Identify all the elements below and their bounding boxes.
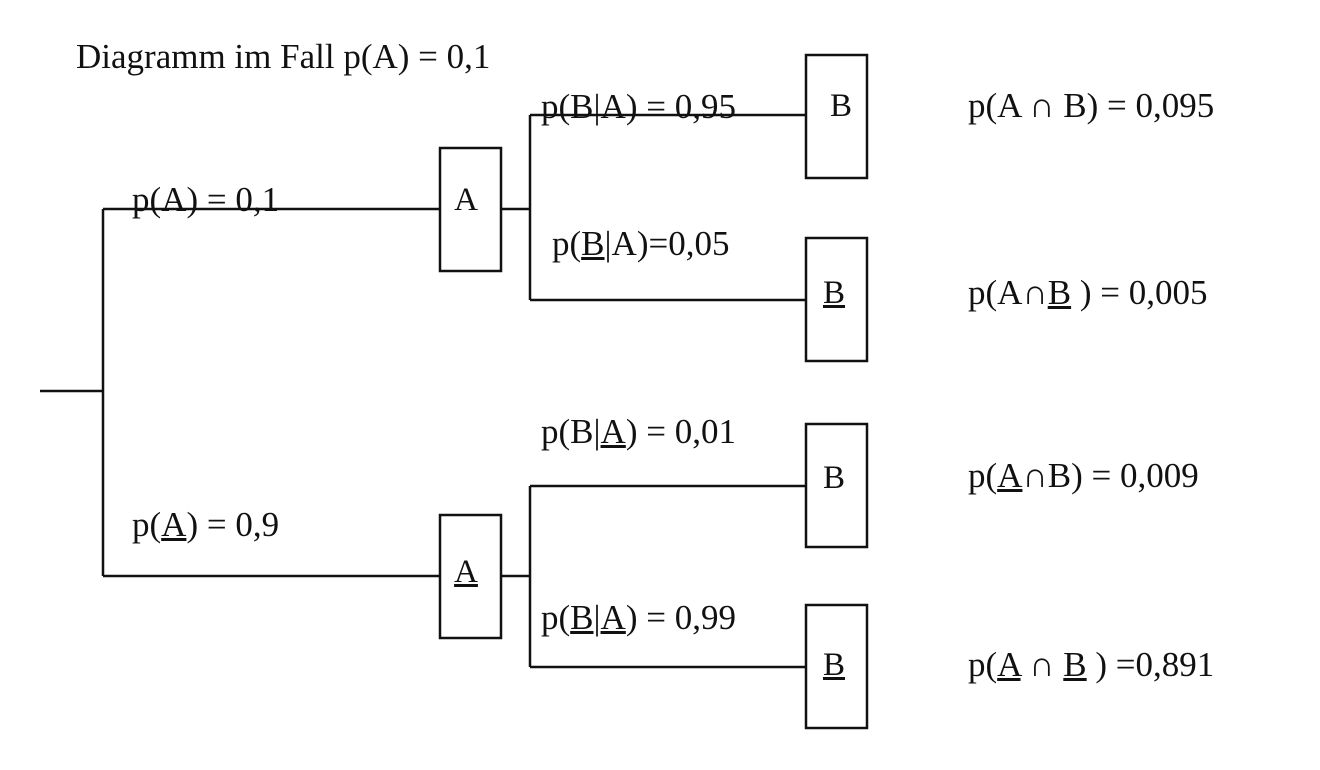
cond-label-not-b-given-not-a: p(B|A) = 0,99 xyxy=(541,598,736,637)
node-label-not-a: A xyxy=(454,554,478,590)
result-not-a-and-not-b: p(A ∩ B ) =0,891 xyxy=(968,645,1215,684)
event-a: A xyxy=(161,180,187,219)
result-not-a-and-b: p(A∩B) = 0,009 xyxy=(968,456,1199,495)
node-box-not-a xyxy=(438,513,503,640)
cond-label-b-given-a: p(B|A) = 0,95 xyxy=(541,87,736,126)
leaf-box-3 xyxy=(804,422,869,549)
leaf-box-2 xyxy=(804,236,869,363)
cond-label-b-given-not-a: p(B|A) = 0,01 xyxy=(541,412,736,451)
leaf-label-not-b-2: B xyxy=(822,647,845,683)
branch-label-not-a: p(A) = 0,9 xyxy=(132,505,280,544)
node-label-a: A xyxy=(454,182,478,218)
leaf-box-4 xyxy=(804,603,869,730)
cond-label-not-b-given-a: p(B|A)=0,05 xyxy=(552,224,730,263)
leaf-label-b-2: B xyxy=(822,460,845,496)
diagram-title: Diagramm im Fall p(A) = 0,1 xyxy=(76,37,491,76)
leaf-box-1 xyxy=(804,53,869,180)
result-a-and-not-b: p(A∩B ) = 0,005 xyxy=(968,273,1208,312)
leaf-label-b-1: B xyxy=(829,88,852,124)
leaf-label-not-b-1: B xyxy=(822,275,845,311)
branch-label-a: p(A) = 0,1 xyxy=(132,180,280,219)
event-not-a: A xyxy=(161,505,187,544)
result-a-and-b: p(A ∩ B) = 0,095 xyxy=(968,86,1215,125)
node-box-a xyxy=(438,146,503,273)
